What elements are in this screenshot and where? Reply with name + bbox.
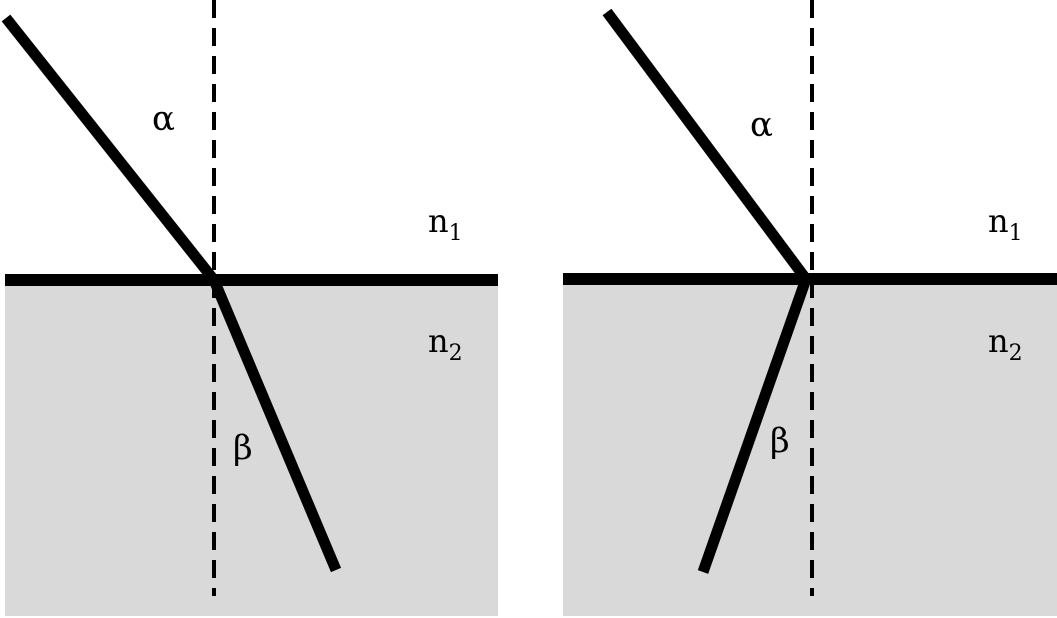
alpha-label: α [750, 105, 773, 145]
n1-subscript: 1 [1009, 221, 1023, 246]
n1-label: n1 [988, 202, 1023, 246]
incident-ray [1, 14, 219, 284]
n2-label: n2 [988, 322, 1023, 366]
alpha-label: α [152, 99, 175, 139]
n2-subscript: 2 [449, 341, 463, 366]
beta-label: β [233, 428, 253, 468]
panel-right: α β n1 n2 [563, 0, 1057, 616]
n2-subscript: 2 [1009, 341, 1023, 366]
n1-base: n [988, 202, 1009, 240]
n1-subscript: 1 [449, 221, 463, 246]
n1-base: n [428, 202, 449, 240]
panel-left: α β n1 n2 [1, 0, 498, 616]
lower-medium-region [5, 283, 498, 616]
beta-label: β [770, 421, 790, 461]
refracted-ray [697, 277, 812, 574]
n2-label: n2 [428, 322, 463, 366]
n1-label: n1 [428, 202, 463, 246]
n2-base: n [428, 322, 449, 360]
refracted-ray [208, 277, 342, 573]
incident-ray [602, 8, 811, 283]
n2-base: n [988, 322, 1009, 360]
